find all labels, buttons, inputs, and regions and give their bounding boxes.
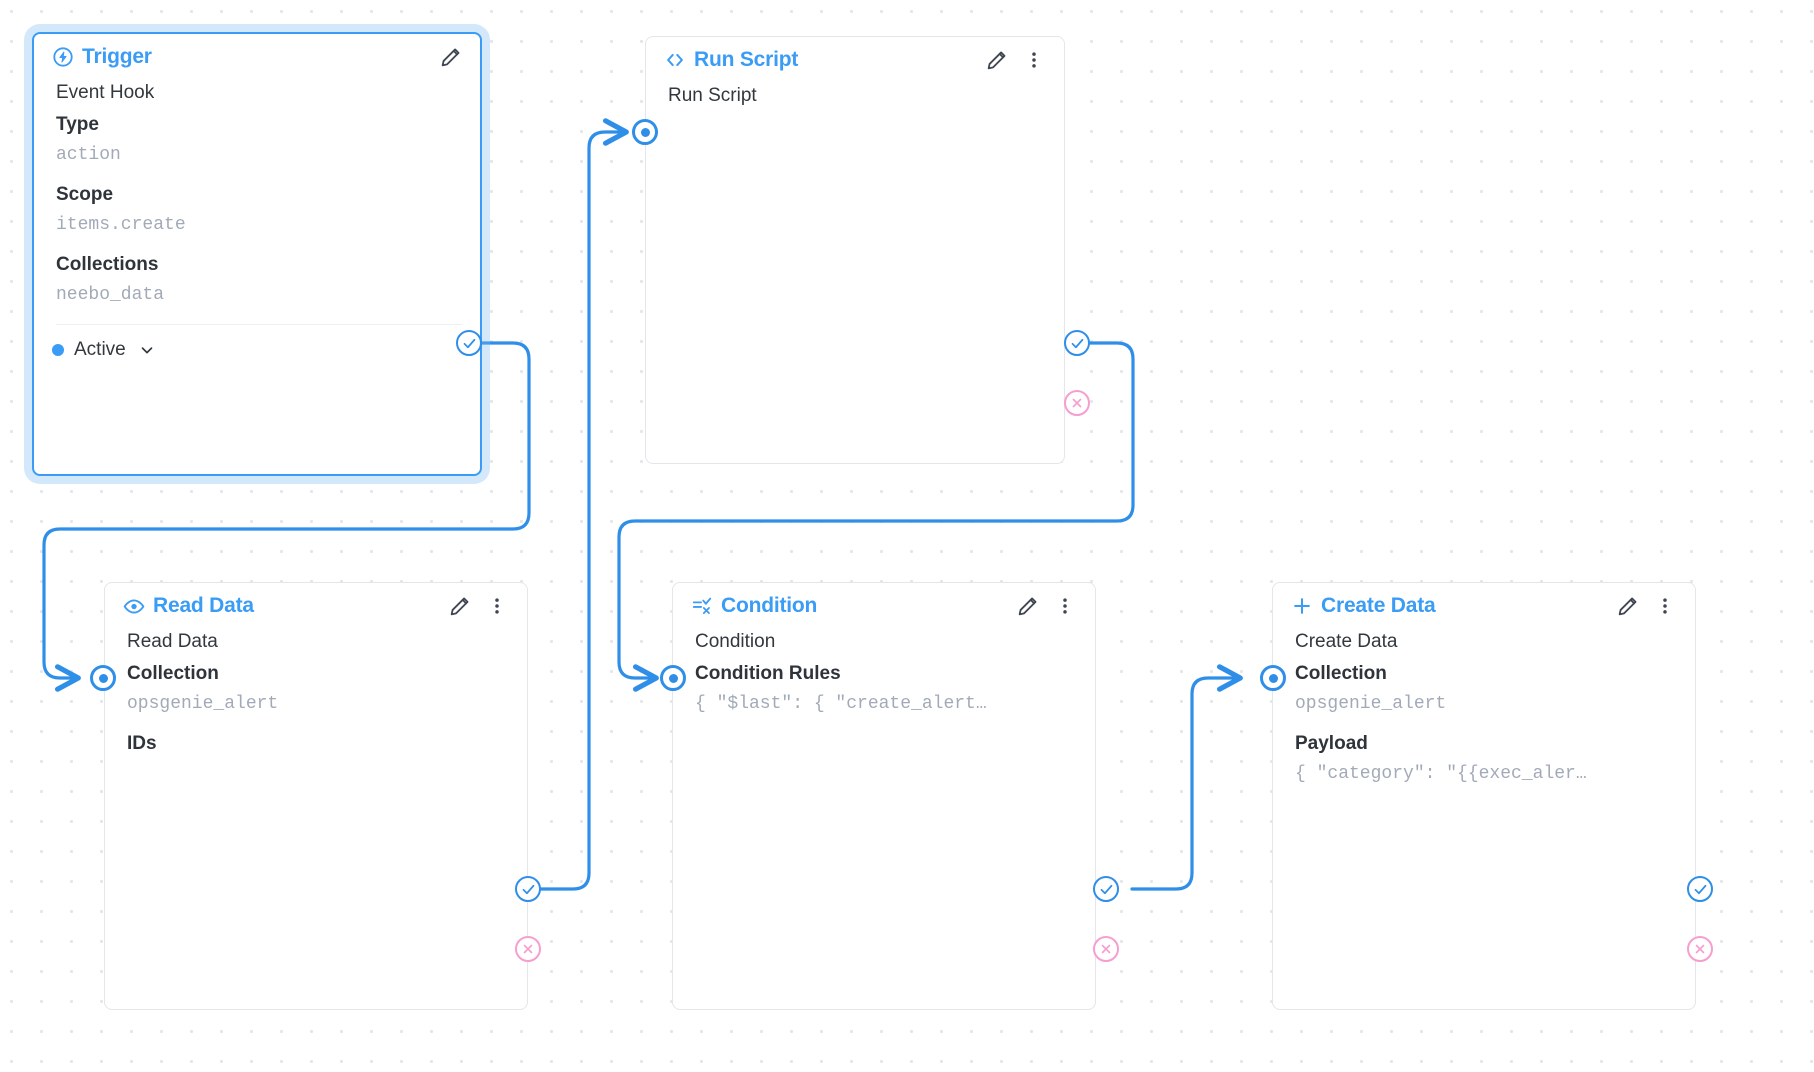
field-value-collections: neebo_data xyxy=(56,285,165,305)
node-create-data-body: Create Data Collection opsgenie_alert Pa… xyxy=(1273,617,1695,789)
node-run-script-row-name: Run Script xyxy=(668,85,757,106)
node-create-data-type-label: Create Data xyxy=(1321,594,1436,617)
more-vertical-icon[interactable] xyxy=(1053,594,1077,618)
trigger-status-label: Active xyxy=(74,339,126,360)
port-create-data-reject[interactable] xyxy=(1687,936,1713,962)
node-condition-row-name: Condition xyxy=(695,631,776,652)
node-condition-body: Condition Condition Rules { "$last": { "… xyxy=(673,617,1095,719)
node-create-data-header: Create Data xyxy=(1273,583,1695,617)
node-run-script-actions xyxy=(984,48,1046,72)
node-read-data-actions xyxy=(447,594,509,618)
edge-condition-to-create-data xyxy=(1130,664,1243,891)
node-trigger-header: Trigger xyxy=(34,34,480,68)
status-dot-icon xyxy=(52,344,64,356)
node-condition-type: Condition xyxy=(691,594,817,618)
port-dot-icon xyxy=(640,127,650,137)
node-run-script-header: Run Script xyxy=(646,37,1064,71)
more-vertical-icon[interactable] xyxy=(1022,48,1046,72)
node-read-data-type: Read Data xyxy=(123,594,254,618)
field-value-payload: { "category": "{{exec_aler… xyxy=(1295,764,1587,784)
node-trigger-divider xyxy=(56,324,462,325)
node-read-data[interactable]: Read Data Read Data Collection o xyxy=(104,582,528,1010)
port-read-data-input[interactable] xyxy=(90,665,116,691)
port-run-script-input[interactable] xyxy=(632,119,658,145)
edge-read-data-to-run-script xyxy=(539,118,629,891)
port-create-data-input[interactable] xyxy=(1260,665,1286,691)
port-run-script-success[interactable] xyxy=(1064,330,1090,356)
port-condition-success[interactable] xyxy=(1093,876,1119,902)
field-label-scope: Scope xyxy=(56,184,114,205)
field-label-condition-rules: Condition Rules xyxy=(695,663,841,684)
node-run-script-type-label: Run Script xyxy=(694,48,799,71)
node-create-data[interactable]: Create Data Create Data Collection xyxy=(1272,582,1696,1010)
node-run-script[interactable]: Run Script Run Script xyxy=(645,36,1065,464)
node-create-data-actions xyxy=(1615,594,1677,618)
more-vertical-icon[interactable] xyxy=(1653,594,1677,618)
node-trigger-type-label: Trigger xyxy=(82,45,152,68)
field-value-collection: opsgenie_alert xyxy=(1295,694,1447,714)
node-condition[interactable]: Condition Condition Condition Rules xyxy=(672,582,1096,1010)
node-trigger-actions xyxy=(438,45,462,69)
port-dot-icon xyxy=(668,673,678,683)
port-create-data-success[interactable] xyxy=(1687,876,1713,902)
edit-icon[interactable] xyxy=(447,594,471,618)
node-condition-header: Condition xyxy=(673,583,1095,617)
edit-icon[interactable] xyxy=(1015,594,1039,618)
node-run-script-body: Run Script xyxy=(646,71,1064,111)
node-read-data-body: Read Data Collection opsgenie_alert IDs xyxy=(105,617,527,759)
field-value-type: action xyxy=(56,145,121,165)
node-read-data-header: Read Data xyxy=(105,583,527,617)
more-vertical-icon[interactable] xyxy=(485,594,509,618)
trigger-status-dropdown[interactable]: Active xyxy=(34,325,480,375)
node-create-data-type: Create Data xyxy=(1291,594,1436,618)
port-dot-icon xyxy=(98,673,108,683)
port-dot-icon xyxy=(1268,673,1278,683)
port-condition-reject[interactable] xyxy=(1093,936,1119,962)
field-value-scope: items.create xyxy=(56,215,186,235)
field-label-payload: Payload xyxy=(1295,733,1368,754)
node-trigger-body: Event Hook Type action Scope items.creat… xyxy=(34,68,480,325)
node-run-script-type: Run Script xyxy=(664,48,798,72)
field-label-ids: IDs xyxy=(127,733,157,754)
port-run-script-reject[interactable] xyxy=(1064,390,1090,416)
bolt-circle-icon xyxy=(52,46,74,68)
edit-icon[interactable] xyxy=(1615,594,1639,618)
field-label-collection: Collection xyxy=(1295,663,1387,684)
code-brackets-icon xyxy=(664,49,686,71)
chevron-down-icon xyxy=(138,341,156,359)
field-value-collection: opsgenie_alert xyxy=(127,694,279,714)
field-label-collection: Collection xyxy=(127,663,219,684)
node-read-data-type-label: Read Data xyxy=(153,594,254,617)
port-trigger-success[interactable] xyxy=(456,330,482,356)
edit-icon[interactable] xyxy=(984,48,1008,72)
port-read-data-reject[interactable] xyxy=(515,936,541,962)
node-trigger[interactable]: Trigger Event Hook Type action Scope ite… xyxy=(32,32,482,476)
plus-icon xyxy=(1291,595,1313,617)
field-value-condition-rules: { "$last": { "create_alert… xyxy=(695,694,987,714)
node-read-data-row-name: Read Data xyxy=(127,631,218,652)
field-label-collections: Collections xyxy=(56,254,159,275)
node-condition-actions xyxy=(1015,594,1077,618)
node-trigger-type: Trigger xyxy=(52,45,152,69)
eye-icon xyxy=(123,595,145,617)
node-condition-type-label: Condition xyxy=(721,594,818,617)
edit-icon[interactable] xyxy=(438,45,462,69)
port-condition-input[interactable] xyxy=(660,665,686,691)
node-trigger-row-name: Event Hook xyxy=(56,82,155,103)
port-read-data-success[interactable] xyxy=(515,876,541,902)
node-create-data-row-name: Create Data xyxy=(1295,631,1398,652)
field-label-type: Type xyxy=(56,114,99,135)
condition-icon xyxy=(691,595,713,617)
